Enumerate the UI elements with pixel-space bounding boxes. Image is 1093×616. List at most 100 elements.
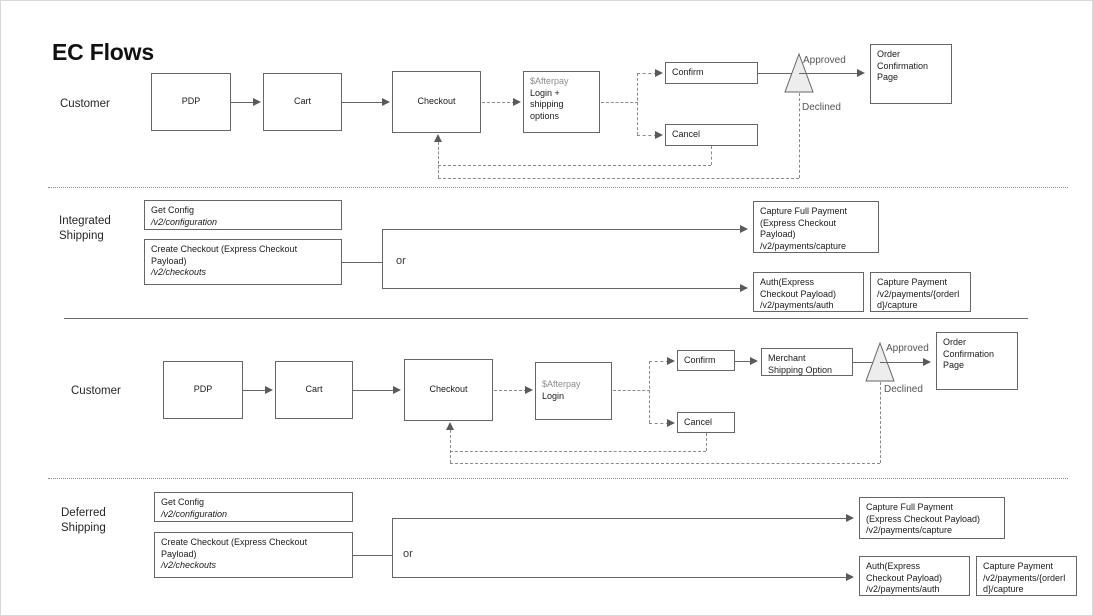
section-divider-3	[48, 478, 1068, 479]
section-divider-2	[64, 318, 1028, 319]
edge-label-approved-row1: Approved	[803, 55, 846, 66]
create-checkout-path: /v2/checkouts	[151, 267, 207, 277]
arrowhead-icon	[434, 134, 442, 142]
node-get-config-row2[interactable]: Get Config /v2/configuration	[144, 200, 342, 230]
capture-full-line-2: (Express Checkout Payload)	[866, 513, 981, 524]
merchant-line-2: Shipping Option	[768, 364, 833, 375]
node-auth-row2[interactable]: Auth(Express Checkout Payload) /v2/payme…	[753, 272, 864, 312]
arrowhead-icon	[667, 419, 675, 427]
node-label: Checkout	[429, 384, 468, 395]
node-merchant-shipping-option-row3[interactable]: Merchant Shipping Option	[761, 348, 853, 376]
edge-cancel-return-row3	[450, 451, 706, 452]
node-capture-full-payment-row4[interactable]: Capture Full Payment (Express Checkout P…	[859, 497, 1005, 539]
node-order-confirmation-row1[interactable]: Order Confirmation Page	[870, 44, 952, 104]
edge-label-declined-row1: Declined	[802, 102, 841, 113]
edge-checkout-to-afterpay-row1	[482, 102, 515, 103]
arrowhead-icon	[846, 573, 854, 581]
edge-or-to-auth-row4	[392, 577, 848, 578]
order-conf-line-3: Page	[877, 72, 899, 82]
edge-pdp-to-cart-row1	[231, 102, 255, 103]
node-pdp-row3[interactable]: PDP	[163, 361, 243, 419]
get-config-path: /v2/configuration	[161, 508, 228, 519]
capture-payment-path-line-2: d}/capture	[877, 300, 918, 310]
or-fork-vertical-row2	[382, 229, 383, 288]
arrowhead-icon	[740, 225, 748, 233]
node-capture-payment-row4[interactable]: Capture Payment /v2/payments/{orderI d}/…	[976, 556, 1077, 596]
arrowhead-icon	[740, 284, 748, 292]
order-conf-line-3: Page	[943, 360, 965, 370]
get-config-title: Get Config	[161, 497, 205, 507]
node-label: PDP	[193, 384, 213, 395]
capture-payment-path-line-1: /v2/payments/{orderI	[877, 288, 960, 299]
swimlane-label-deferred-shipping: Deferred Shipping	[61, 507, 106, 534]
capture-full-path: /v2/payments/capture	[866, 525, 953, 535]
edge-return-riser-row1	[438, 142, 439, 178]
edge-label-approved-row3: Approved	[886, 343, 929, 354]
node-cart-row1[interactable]: Cart	[263, 73, 342, 131]
edge-merchant-to-decision-row3	[853, 362, 875, 363]
node-afterpay-row1[interactable]: $Afterpay Login + shipping options	[523, 71, 600, 133]
get-config-title: Get Config	[151, 205, 195, 215]
auth-line-2: Checkout Payload)	[760, 288, 837, 299]
auth-path: /v2/payments/auth	[866, 584, 940, 594]
node-capture-full-payment-row2[interactable]: Capture Full Payment (Express Checkout P…	[753, 201, 879, 253]
swimlane-label-customer-1: Customer	[60, 98, 110, 110]
or-label-row4: or	[403, 548, 413, 560]
arrowhead-icon	[525, 386, 533, 394]
afterpay-brand-label: $Afterpay	[530, 76, 569, 86]
capture-full-line-3: Payload)	[760, 229, 796, 239]
order-conf-line-2: Confirmation	[943, 348, 995, 359]
edge-cancel-vertical-row1	[711, 146, 712, 165]
capture-payment-line-1: Capture Payment	[983, 561, 1054, 571]
arrowhead-icon	[382, 98, 390, 106]
capture-full-path: /v2/payments/capture	[760, 240, 847, 251]
arrowhead-icon	[253, 98, 261, 106]
edge-cart-to-checkout-row1	[342, 102, 384, 103]
edge-label-declined-row3: Declined	[884, 384, 923, 395]
swimlane-label-customer-2: Customer	[71, 385, 121, 397]
arrowhead-icon	[446, 422, 454, 430]
node-order-confirmation-row3[interactable]: Order Confirmation Page	[936, 332, 1018, 390]
node-confirm-row1[interactable]: Confirm	[665, 62, 758, 84]
create-checkout-line-1: Create Checkout (Express Checkout	[151, 244, 298, 254]
afterpay-line-2: shipping	[530, 99, 564, 109]
node-checkout-row1[interactable]: Checkout	[392, 71, 481, 133]
edge-approved-row3	[880, 362, 926, 363]
node-auth-row4[interactable]: Auth(Express Checkout Payload) /v2/payme…	[859, 556, 970, 596]
node-afterpay-row3[interactable]: $Afterpay Login	[535, 362, 612, 420]
order-conf-line-1: Order	[943, 337, 967, 347]
capture-payment-line-1: Capture Payment	[877, 277, 948, 287]
node-capture-payment-row2[interactable]: Capture Payment /v2/payments/{orderI d}/…	[870, 272, 971, 312]
auth-line-1: Auth(Express	[760, 277, 815, 287]
page-title: EC Flows	[52, 39, 154, 65]
create-checkout-line-2: Payload)	[151, 255, 187, 266]
create-checkout-path: /v2/checkouts	[161, 560, 217, 570]
node-label: Cancel	[672, 129, 701, 140]
or-fork-vertical-row4	[392, 518, 393, 578]
capture-payment-path-line-1: /v2/payments/{orderI	[983, 572, 1066, 583]
afterpay-brand-label: $Afterpay	[542, 379, 581, 389]
capture-full-line-2: (Express Checkout	[760, 217, 837, 228]
afterpay-line-1: Login +	[530, 87, 560, 98]
arrowhead-icon	[667, 357, 675, 365]
edge-cancel-return-row1	[438, 165, 711, 166]
node-create-checkout-row2[interactable]: Create Checkout (Express Checkout Payloa…	[144, 239, 342, 285]
order-conf-line-2: Confirmation	[877, 60, 929, 71]
node-checkout-row3[interactable]: Checkout	[404, 359, 493, 421]
node-label: Cart	[293, 96, 311, 107]
arrowhead-icon	[513, 98, 521, 106]
arrowhead-icon	[846, 514, 854, 522]
node-label: PDP	[181, 96, 201, 107]
node-get-config-row4[interactable]: Get Config /v2/configuration	[154, 492, 353, 522]
node-cart-row3[interactable]: Cart	[275, 361, 353, 419]
edge-checkout-to-afterpay-row3	[494, 390, 527, 391]
node-pdp-row1[interactable]: PDP	[151, 73, 231, 131]
node-label: Checkout	[417, 96, 456, 107]
node-cancel-row3[interactable]: Cancel	[677, 412, 735, 433]
capture-full-line-1: Capture Full Payment	[866, 502, 954, 512]
node-confirm-row3[interactable]: Confirm	[677, 350, 735, 371]
node-cancel-row1[interactable]: Cancel	[665, 124, 758, 146]
edge-return-riser-row3	[450, 430, 451, 463]
node-create-checkout-row4[interactable]: Create Checkout (Express Checkout Payloa…	[154, 532, 353, 578]
arrowhead-icon	[655, 131, 663, 139]
